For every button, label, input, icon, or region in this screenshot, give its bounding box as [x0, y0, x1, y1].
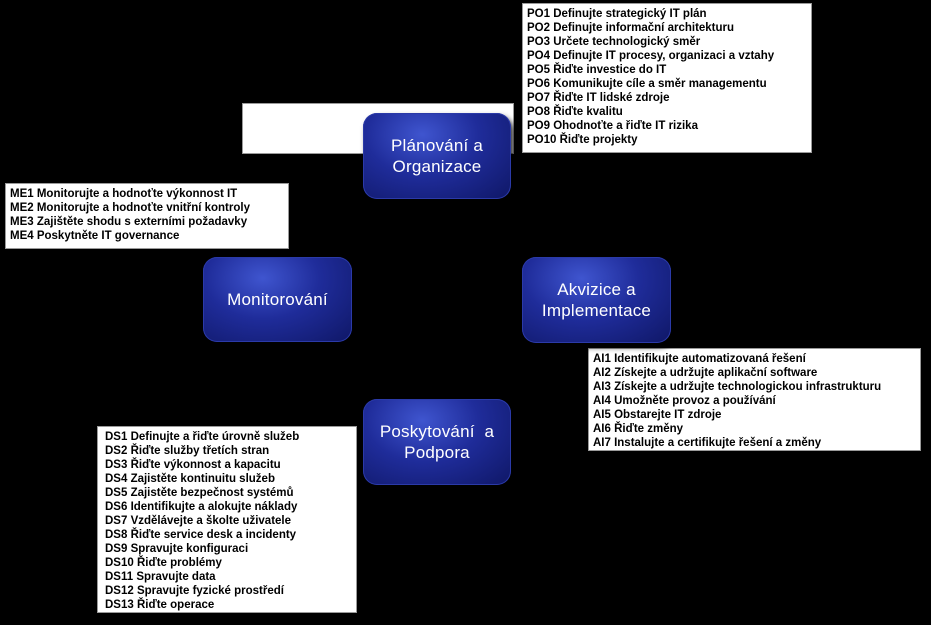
- me-node-label: Monitorování: [227, 290, 328, 309]
- me-domain-node: Monitorování: [203, 257, 352, 342]
- po-process-list: PO1 Definujte strategický IT plán PO2 De…: [522, 3, 812, 153]
- list-item: DS10 Řiďte problémy: [105, 557, 222, 569]
- list-item: DS9 Spravujte konfiguraci: [105, 543, 249, 555]
- list-item: DS12 Spravujte fyzické prostředí: [105, 585, 284, 597]
- ai-process-list: AI1 Identifikujte automatizovaná řešení …: [588, 348, 921, 451]
- list-item: ME2 Monitorujte a hodnoťte vnitřní kontr…: [10, 202, 250, 214]
- list-item: AI4 Umožněte provoz a používání: [593, 395, 776, 407]
- list-item: PO8 Řiďte kvalitu: [527, 106, 623, 118]
- list-item: PO1 Definujte strategický IT plán: [527, 8, 707, 20]
- list-item: AI6 Řiďte změny: [593, 423, 684, 435]
- list-item: ME4 Poskytněte IT governance: [10, 230, 180, 242]
- me-process-list: ME1 Monitorujte a hodnoťte výkonnost IT …: [5, 183, 289, 249]
- list-item: DS2 Řiďte služby třetích stran: [105, 445, 270, 457]
- list-item: PO7 Řiďte IT lidské zdroje: [527, 92, 670, 104]
- list-item: PO10 Řiďte projekty: [527, 134, 638, 146]
- list-item: PO9 Ohodnoťte a řiďte IT rizika: [527, 120, 698, 132]
- list-item: AI5 Obstarejte IT zdroje: [593, 409, 722, 421]
- list-item: DS11 Spravujte data: [105, 571, 216, 583]
- list-item: AI2 Získejte a udržujte aplikační softwa…: [593, 367, 818, 379]
- list-item: AI1 Identifikujte automatizovaná řešení: [593, 353, 806, 365]
- ds-node-label-line1: Poskytování a: [379, 422, 495, 441]
- po-domain-node: Plánování a Organizace: [363, 113, 511, 199]
- list-item: DS7 Vzdělávejte a školte uživatele: [105, 515, 292, 527]
- list-item: DS6 Identifikujte a alokujte náklady: [105, 501, 298, 513]
- po-node-label-line1: Plánování a: [391, 136, 483, 155]
- ds-node-label-line2: Podpora: [404, 443, 470, 462]
- ds-domain-node: Poskytování a Podpora: [363, 399, 511, 485]
- list-item: ME3 Zajištěte shodu s externími požadavk…: [10, 216, 248, 228]
- list-item: PO6 Komunikujte cíle a směr managementu: [527, 78, 767, 90]
- list-item: ME1 Monitorujte a hodnoťte výkonnost IT: [10, 188, 238, 200]
- ai-node-label-line1: Akvizice a: [557, 280, 636, 299]
- list-item: AI7 Instalujte a certifikujte řešení a z…: [593, 437, 822, 449]
- list-item: DS8 Řiďte service desk a incidenty: [105, 529, 297, 541]
- ai-node-label-line2: Implementace: [541, 301, 652, 320]
- list-item: DS13 Řiďte operace: [105, 599, 215, 611]
- list-item: DS4 Zajistěte kontinuitu služeb: [105, 473, 275, 485]
- ai-domain-node: Akvizice a Implementace: [522, 257, 671, 343]
- list-item: PO2 Definujte informační architekturu: [527, 22, 735, 34]
- po-node-label-line2: Organizace: [392, 157, 482, 176]
- list-item: DS3 Řiďte výkonnost a kapacitu: [105, 459, 281, 471]
- ds-process-list: DS1 Definujte a řiďte úrovně služeb DS2 …: [97, 426, 357, 613]
- list-item: AI3 Získejte a udržujte technologickou i…: [593, 381, 882, 393]
- list-item: PO5 Řiďte investice do IT: [527, 64, 667, 76]
- list-item: PO3 Určete technologický směr: [527, 36, 701, 48]
- list-item: DS5 Zajistěte bezpečnost systémů: [105, 487, 294, 499]
- list-item: DS1 Definujte a řiďte úrovně služeb: [105, 431, 300, 443]
- list-item: PO4 Definujte IT procesy, organizaci a v…: [527, 50, 775, 62]
